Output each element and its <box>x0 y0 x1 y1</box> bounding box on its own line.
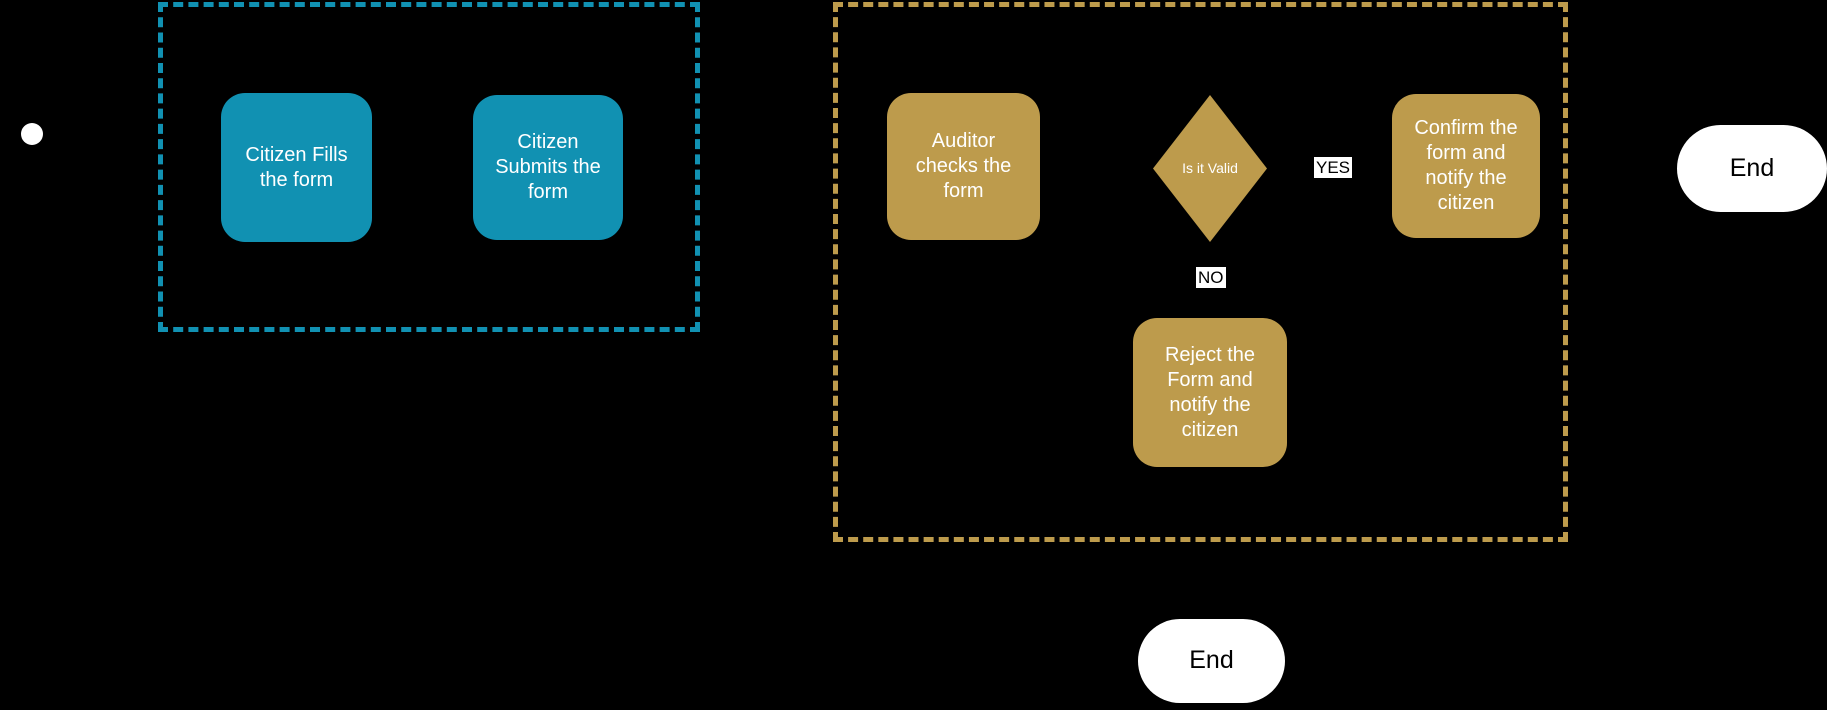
citizen-lane-container[interactable] <box>158 2 700 332</box>
end-node-bottom[interactable]: End <box>1138 619 1285 703</box>
end-node-right[interactable]: End <box>1677 125 1827 212</box>
task-confirm-form-notify-citizen[interactable]: Confirm the form and notify the citizen <box>1392 94 1540 238</box>
edge-label-yes[interactable]: YES <box>1314 157 1353 178</box>
edge-label-no[interactable]: NO <box>1196 267 1226 288</box>
task-citizen-submits-form[interactable]: Citizen Submits the form <box>473 95 623 240</box>
task-citizen-fills-form[interactable]: Citizen Fills the form <box>221 93 372 242</box>
task-reject-form-notify-citizen[interactable]: Reject the Form and notify the citizen <box>1133 318 1287 467</box>
task-auditor-checks-form[interactable]: Auditor checks the form <box>887 93 1040 240</box>
auditor-lane-container[interactable] <box>833 2 1568 542</box>
start-event-circle[interactable] <box>21 123 43 145</box>
